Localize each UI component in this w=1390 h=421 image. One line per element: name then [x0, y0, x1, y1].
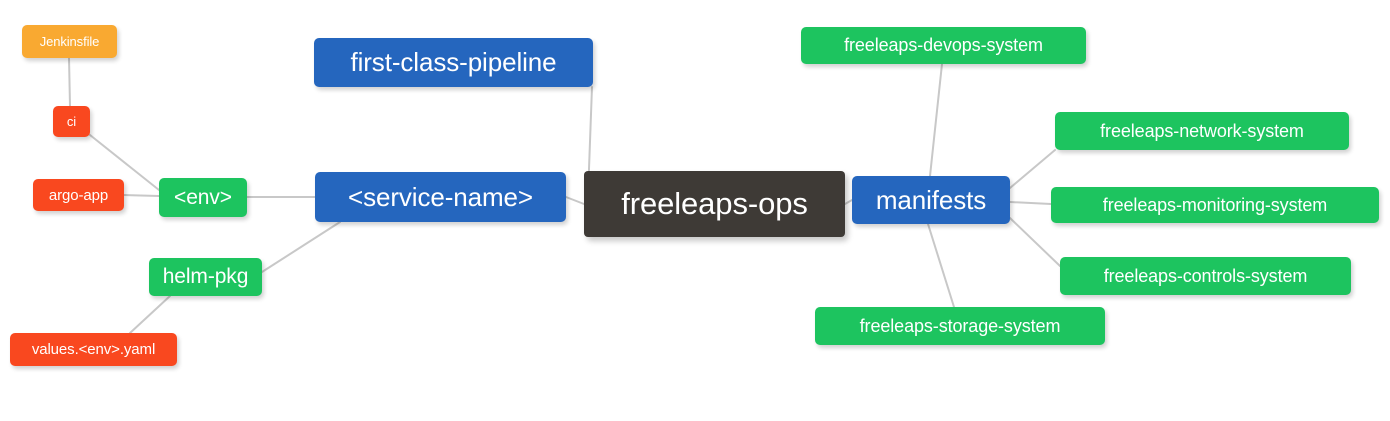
- node-controls[interactable]: freeleaps-controls-system: [1060, 257, 1351, 295]
- node-label-env: <env>: [174, 185, 232, 209]
- node-label-root: freeleaps-ops: [621, 186, 808, 221]
- node-label-helm: helm-pkg: [162, 265, 249, 288]
- node-root[interactable]: freeleaps-ops: [584, 171, 845, 237]
- node-env[interactable]: <env>: [159, 178, 247, 217]
- node-jenkinsfile[interactable]: Jenkinsfile: [22, 25, 117, 58]
- edge-root-to-service: [565, 196, 585, 205]
- edge-manifests-to-devops: [929, 63, 943, 177]
- node-label-network: freeleaps-network-system: [1100, 120, 1304, 141]
- node-argoapp[interactable]: argo-app: [33, 179, 124, 211]
- node-values[interactable]: values.<env>.yaml: [10, 333, 177, 366]
- edge-manifests-to-controls: [1009, 217, 1061, 267]
- node-label-pipeline: first-class-pipeline: [350, 47, 557, 77]
- node-label-devops: freeleaps-devops-system: [844, 35, 1043, 55]
- node-label-storage: freeleaps-storage-system: [859, 315, 1061, 336]
- node-label-manifests: manifests: [875, 184, 987, 215]
- node-label-argoapp: argo-app: [48, 186, 109, 204]
- node-helm[interactable]: helm-pkg: [149, 258, 262, 296]
- edge-root-to-manifests: [844, 199, 853, 205]
- node-label-ci: ci: [66, 114, 77, 129]
- node-network[interactable]: freeleaps-network-system: [1055, 112, 1349, 150]
- node-label-service: <service-name>: [347, 181, 534, 212]
- node-ci[interactable]: ci: [53, 106, 90, 137]
- edge-manifests-to-storage: [927, 223, 955, 308]
- edge-manifests-to-network: [1009, 149, 1056, 189]
- node-storage[interactable]: freeleaps-storage-system: [815, 307, 1105, 345]
- node-label-jenkinsfile: Jenkinsfile: [39, 34, 100, 49]
- edge-ci-to-jenkinsfile: [68, 57, 71, 107]
- node-pipeline[interactable]: first-class-pipeline: [314, 38, 593, 87]
- node-label-controls: freeleaps-controls-system: [1103, 265, 1308, 286]
- node-service[interactable]: <service-name>: [315, 172, 566, 222]
- node-monitoring[interactable]: freeleaps-monitoring-system: [1051, 187, 1379, 223]
- edge-manifests-to-monitoring: [1009, 201, 1052, 205]
- edge-helm-to-values: [129, 295, 171, 334]
- node-label-monitoring: freeleaps-monitoring-system: [1102, 194, 1328, 215]
- node-manifests[interactable]: manifests: [852, 176, 1010, 224]
- node-devops[interactable]: freeleaps-devops-system: [801, 27, 1086, 64]
- edge-service-to-helm: [261, 221, 341, 273]
- node-label-values: values.<env>.yaml: [31, 341, 156, 358]
- edge-env-to-argoapp: [123, 194, 160, 197]
